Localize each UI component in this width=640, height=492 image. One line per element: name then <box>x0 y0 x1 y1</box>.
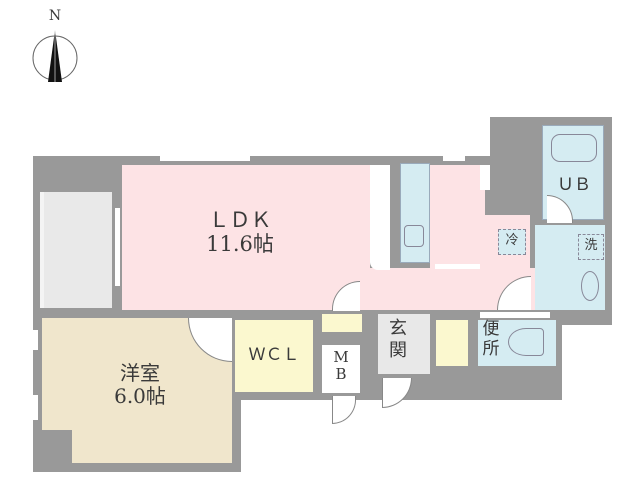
fridge-gap <box>480 165 490 190</box>
entrance-door-swing <box>382 378 412 408</box>
genkan-label-line1: 玄 <box>389 318 407 339</box>
shoe-cabinet <box>436 320 468 366</box>
fridge-space: 冷 <box>498 229 526 255</box>
kitchen-cabinet <box>400 163 430 263</box>
toilet-label-line1: 便 <box>482 319 500 339</box>
genkan-label-line2: 関 <box>389 339 407 361</box>
western-room-notch <box>40 430 72 465</box>
genkan-label: 玄 関 <box>378 318 418 361</box>
compass: N <box>30 8 80 86</box>
ldk-name: ＬＤＫ <box>208 208 272 232</box>
western-room-name: 洋室 <box>120 361 160 385</box>
ldk-label: ＬＤＫ 11.6帖 <box>180 208 300 256</box>
unit-bath-label: ＵＢ <box>557 175 591 195</box>
window-western-1 <box>33 330 38 350</box>
washer-space: 洗 <box>578 234 604 260</box>
window-left-ldk <box>115 208 120 286</box>
genkan-entrance: 玄 関 <box>378 314 430 374</box>
kitchen-counter <box>370 165 390 270</box>
ldk-kitchen-area <box>430 165 485 223</box>
wcl-closet: ＷＣＬ <box>235 320 313 392</box>
mb-label-line1: M <box>333 348 349 366</box>
balcony <box>40 192 112 308</box>
sink-icon <box>404 225 424 247</box>
toilet-label-line2: 所 <box>482 338 500 359</box>
western-room-size: 6.0帖 <box>114 384 166 408</box>
fridge-label: 冷 <box>505 233 519 248</box>
mb-meter-box: M B <box>322 345 360 393</box>
washbasin-icon <box>581 271 599 301</box>
window-western-2 <box>33 395 38 420</box>
compass-north-label: N <box>48 8 62 24</box>
mb-door-swing <box>332 396 356 424</box>
north-arrow-icon <box>32 30 78 82</box>
window-top-ldk <box>160 156 250 161</box>
toilet-door-strip <box>480 312 550 318</box>
mb-label-line2: B <box>335 364 347 383</box>
western-room-label: 洋室 6.0帖 <box>90 362 190 408</box>
ldk-room <box>122 165 370 310</box>
wcl-label: ＷＣＬ <box>248 345 300 365</box>
mb-label: M B <box>322 349 360 382</box>
kitchen-window <box>435 264 480 269</box>
ldk-size: 11.6帖 <box>206 232 274 257</box>
toilet-room: 便 所 <box>478 319 556 366</box>
washroom: 洗 <box>535 225 605 310</box>
bathtub-icon <box>551 134 597 162</box>
toilet-label: 便 所 <box>480 319 502 359</box>
washer-label: 洗 <box>584 238 598 253</box>
toilet-bowl-icon <box>508 328 544 356</box>
storage-above-mb <box>322 314 362 332</box>
window-top-kitchen <box>443 156 465 161</box>
